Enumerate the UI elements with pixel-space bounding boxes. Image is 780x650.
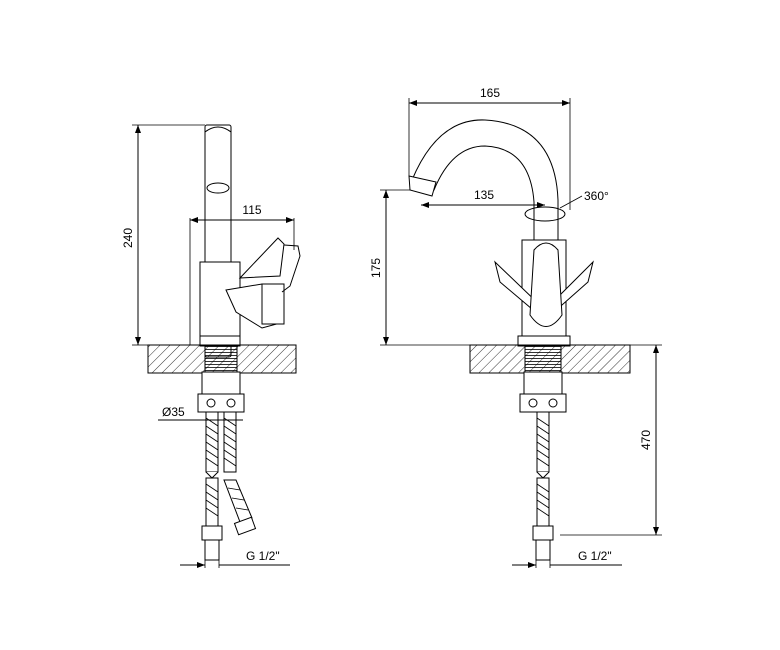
dim-165-label: 165	[480, 86, 500, 100]
side-view: 240 115 Ø35 G 1/2"	[121, 124, 301, 568]
rotation-label: 360°	[584, 189, 609, 203]
dim-diameter-35: Ø35	[158, 405, 243, 424]
front-nut	[519, 393, 567, 413]
side-nut	[197, 393, 245, 413]
front-spout	[408, 119, 559, 241]
dim-470: 470	[560, 344, 662, 536]
dim-165: 165	[408, 86, 571, 210]
dim-thread-side: G 1/2"	[180, 549, 290, 568]
dim-240-label: 240	[121, 228, 135, 248]
front-handle	[494, 242, 594, 327]
rotation-indicator: 360°	[524, 189, 609, 222]
dim-thread-front: G 1/2"	[512, 549, 622, 568]
dim-135: 135	[421, 188, 545, 208]
dim-175: 175	[369, 189, 470, 346]
dim-diameter-35-label: Ø35	[162, 405, 185, 419]
dim-thread-side-label: G 1/2"	[246, 549, 280, 563]
dim-240: 240	[121, 124, 205, 346]
side-hose-left	[201, 411, 223, 561]
side-handle	[225, 237, 301, 329]
dim-115: 115	[189, 203, 295, 345]
dim-135-label: 135	[474, 188, 494, 202]
side-hose-right	[223, 411, 257, 536]
dim-175-label: 175	[369, 258, 383, 278]
dim-470-label: 470	[639, 430, 653, 450]
dim-115-label: 115	[242, 203, 261, 217]
front-hose	[532, 411, 554, 561]
dim-thread-front-label: G 1/2"	[578, 549, 612, 563]
front-view: 360°	[369, 86, 662, 568]
